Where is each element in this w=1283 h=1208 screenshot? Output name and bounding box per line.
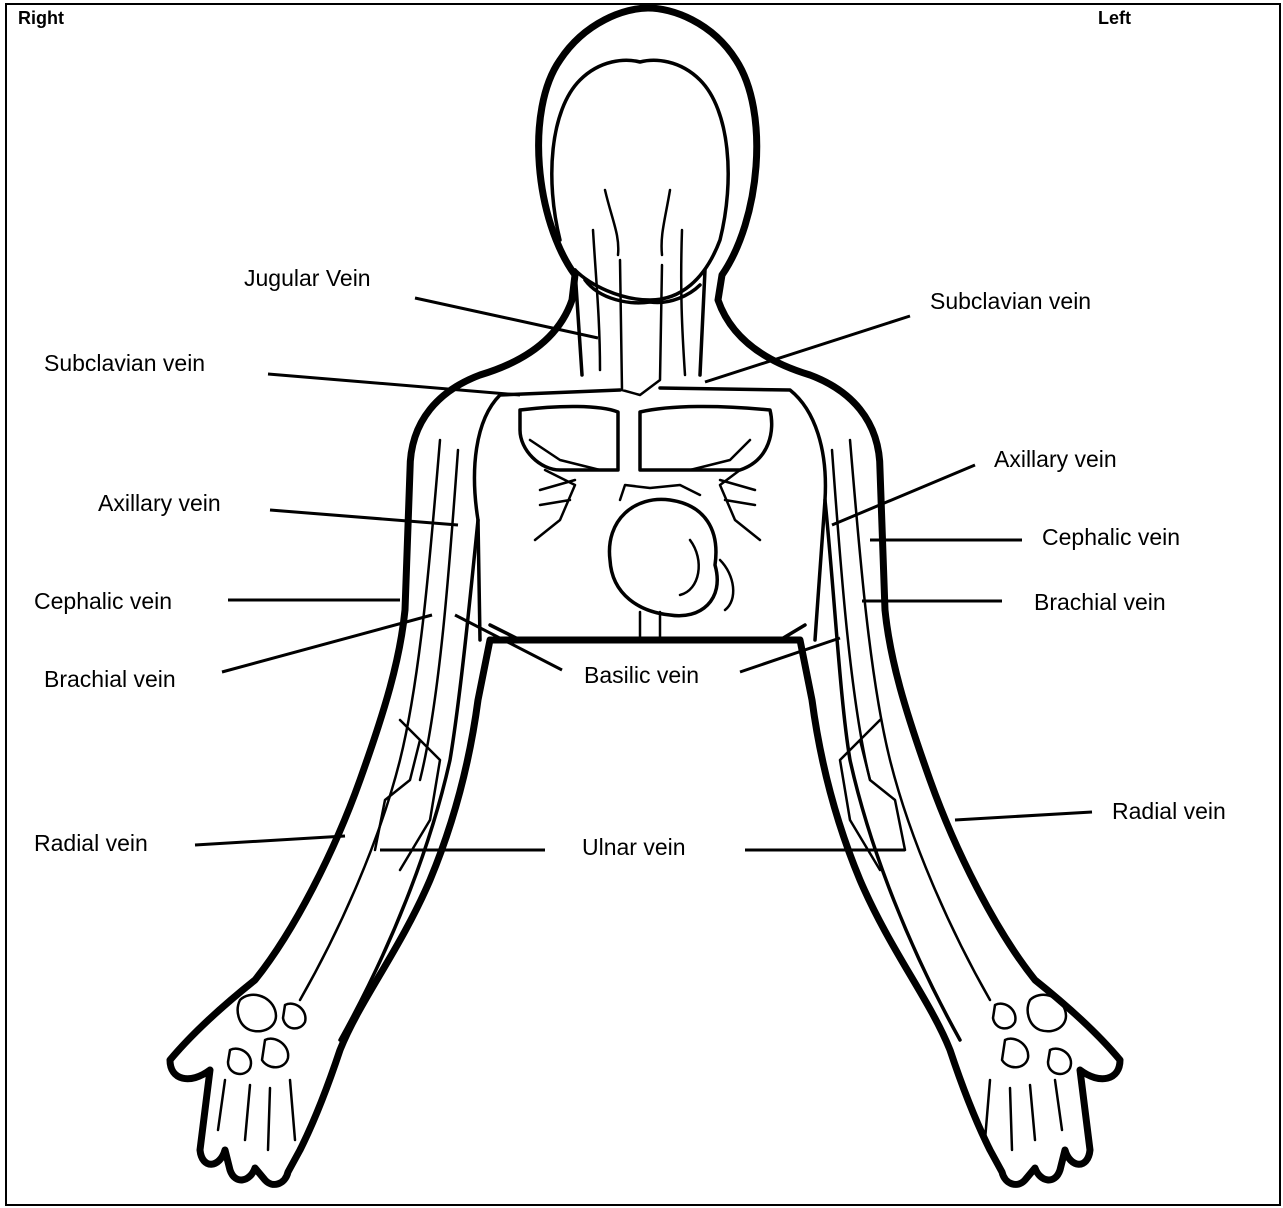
leader-radial-right bbox=[195, 836, 345, 845]
label-brachial-vein-left: Brachial vein bbox=[1034, 589, 1166, 615]
label-cephalic-vein-left: Cephalic vein bbox=[1042, 524, 1180, 550]
label-basilic-vein: Basilic vein bbox=[584, 662, 699, 688]
label-ulnar-vein: Ulnar vein bbox=[582, 834, 686, 860]
label-radial-vein-right: Radial vein bbox=[34, 830, 148, 856]
body-outline bbox=[170, 8, 1120, 1184]
label-subclavian-vein-right: Subclavian vein bbox=[44, 350, 205, 376]
left-side-label: Left bbox=[1098, 8, 1131, 28]
label-jugular-vein: Jugular Vein bbox=[244, 265, 371, 291]
label-radial-vein-left: Radial vein bbox=[1112, 798, 1226, 824]
label-subclavian-vein-left: Subclavian vein bbox=[930, 288, 1091, 314]
label-cephalic-vein-right: Cephalic vein bbox=[34, 588, 172, 614]
label-axillary-vein-left: Axillary vein bbox=[994, 446, 1117, 472]
label-axillary-vein-right: Axillary vein bbox=[98, 490, 221, 516]
label-brachial-vein-right: Brachial vein bbox=[44, 666, 176, 692]
leader-radial-left bbox=[955, 812, 1092, 820]
right-side-label: Right bbox=[18, 8, 64, 28]
